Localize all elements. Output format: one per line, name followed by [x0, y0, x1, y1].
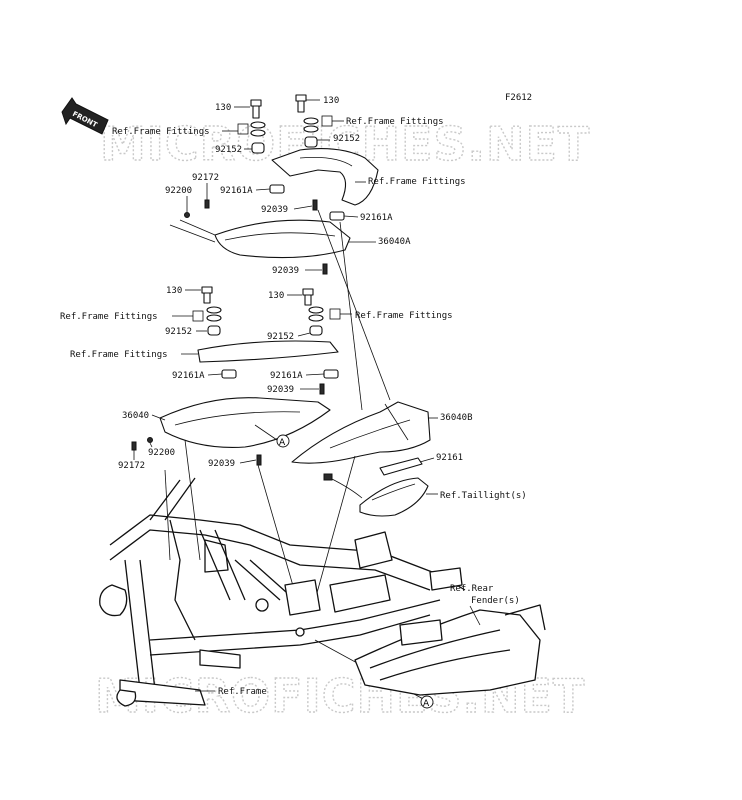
label-92161: 92161	[436, 453, 463, 463]
seat-cover-36040	[159, 397, 331, 448]
label-130-c: 130	[166, 286, 182, 296]
bolt-92039-mid-b	[256, 454, 262, 466]
label-36040: 36040	[122, 411, 149, 421]
washers-mid-left	[206, 306, 222, 336]
figure-code: F2612	[505, 93, 532, 103]
rubber-92161A-upper-left	[269, 184, 285, 194]
rear-fender	[354, 604, 546, 696]
rubber-92161A-mid-left	[221, 369, 237, 379]
label-92152-a: 92152	[215, 145, 242, 155]
grommet-92200-mid	[147, 437, 153, 443]
label-ref-rear: Ref.Rear	[450, 584, 494, 594]
label-92161A-d: 92161A	[270, 371, 303, 381]
label-36040B: 36040B	[440, 413, 473, 423]
bolt-130-mid-right	[302, 288, 314, 306]
label-ref-frame-fittings-6: Ref.Frame Fittings	[70, 350, 168, 360]
label-92172-a: 92172	[192, 173, 219, 183]
label-92161A-c: 92161A	[172, 371, 205, 381]
front-arrow-icon: FRONT	[61, 97, 109, 135]
label-92161A-b: 92161A	[360, 213, 393, 223]
bolt-130-upper-right	[295, 94, 307, 113]
seat-cover-36040A	[214, 219, 351, 259]
label-92039-c: 92039	[267, 385, 294, 395]
grab-rail-upper	[271, 148, 379, 206]
seat-cover-36040B	[291, 401, 431, 464]
label-fender: Fender(s)	[471, 596, 520, 606]
label-ref-frame-fittings-4: Ref.Frame Fittings	[60, 312, 158, 322]
svg-text:A: A	[279, 438, 286, 448]
label-92200-a: 92200	[165, 186, 192, 196]
svg-text:A: A	[423, 699, 430, 709]
motorcycle-frame	[99, 477, 466, 707]
label-ref-frame-fittings-5: Ref.Frame Fittings	[355, 311, 453, 321]
bracket-92161	[379, 457, 423, 476]
callout-a-upper: A	[276, 434, 290, 448]
label-130-d: 130	[268, 291, 284, 301]
rubber-92161A-upper-right	[329, 211, 345, 221]
label-130-a: 130	[215, 103, 231, 113]
label-92039-d: 92039	[208, 459, 235, 469]
grab-rail-middle	[197, 340, 339, 363]
label-92200-b: 92200	[148, 448, 175, 458]
washers-upper-right	[303, 117, 319, 148]
label-ref-frame-fittings-3: Ref.Frame Fittings	[368, 177, 466, 187]
label-ref-frame: Ref.Frame	[218, 687, 267, 697]
taillight	[323, 473, 429, 517]
label-92152-c: 92152	[165, 327, 192, 337]
label-92172-b: 92172	[118, 461, 145, 471]
bolt-130-mid-left	[201, 286, 213, 304]
screw-92172-mid	[131, 441, 137, 451]
label-ref-frame-fittings-1: Ref.Frame Fittings	[112, 127, 210, 137]
label-36040A: 36040A	[378, 237, 411, 247]
washers-mid-right	[308, 306, 324, 336]
bolt-130-upper-left	[250, 99, 262, 119]
rubber-92161A-mid-right	[323, 369, 339, 379]
grommet-92200-upper	[184, 212, 190, 218]
label-92152-b: 92152	[333, 134, 360, 144]
screw-92172-upper	[204, 199, 210, 209]
callout-a-lower: A	[420, 695, 434, 709]
bolt-92039-upper-a	[312, 199, 318, 211]
label-92161A-a: 92161A	[220, 186, 253, 196]
label-ref-taillight: Ref.Taillight(s)	[440, 491, 527, 501]
washers-upper-left	[250, 121, 266, 154]
bolt-92039-mid-a	[319, 383, 325, 395]
label-92039-b: 92039	[272, 266, 299, 276]
label-130-b: 130	[323, 96, 339, 106]
label-92152-d: 92152	[267, 332, 294, 342]
bolt-92039-upper-b	[322, 263, 328, 275]
label-ref-frame-fittings-2: Ref.Frame Fittings	[346, 117, 444, 127]
label-92039-a: 92039	[261, 205, 288, 215]
